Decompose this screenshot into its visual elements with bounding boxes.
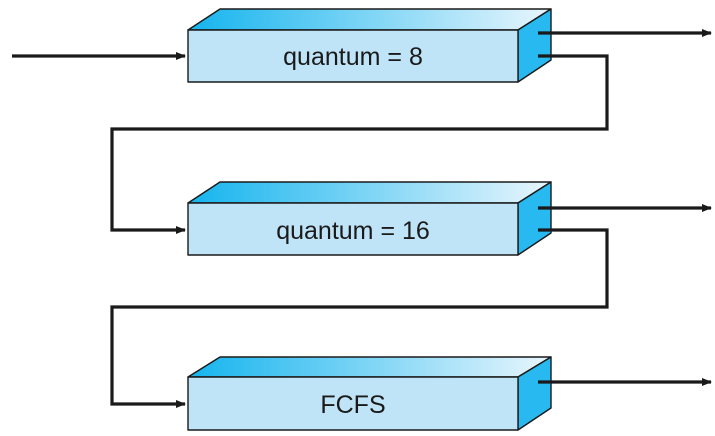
queue-box-3: FCFS bbox=[187, 356, 552, 431]
queue-box-2-top bbox=[187, 181, 552, 204]
queue-2-to-queue-3-arrow bbox=[110, 228, 609, 408]
queue-box-3-top bbox=[187, 356, 552, 378]
queue-3-label: FCFS bbox=[320, 391, 385, 419]
queue-box-2-front bbox=[187, 202, 519, 256]
queue-box-2: quantum = 16 bbox=[187, 181, 552, 256]
queue-box-1-top bbox=[187, 8, 552, 31]
queue-box-1: quantum = 8 bbox=[187, 8, 552, 83]
queue-2-label: quantum = 16 bbox=[276, 217, 430, 245]
queue-box-1-front bbox=[187, 29, 519, 83]
queue-1-to-queue-2-arrow bbox=[110, 54, 609, 234]
queue-box-3-front bbox=[187, 376, 519, 431]
queue-1-label: quantum = 8 bbox=[283, 43, 423, 71]
